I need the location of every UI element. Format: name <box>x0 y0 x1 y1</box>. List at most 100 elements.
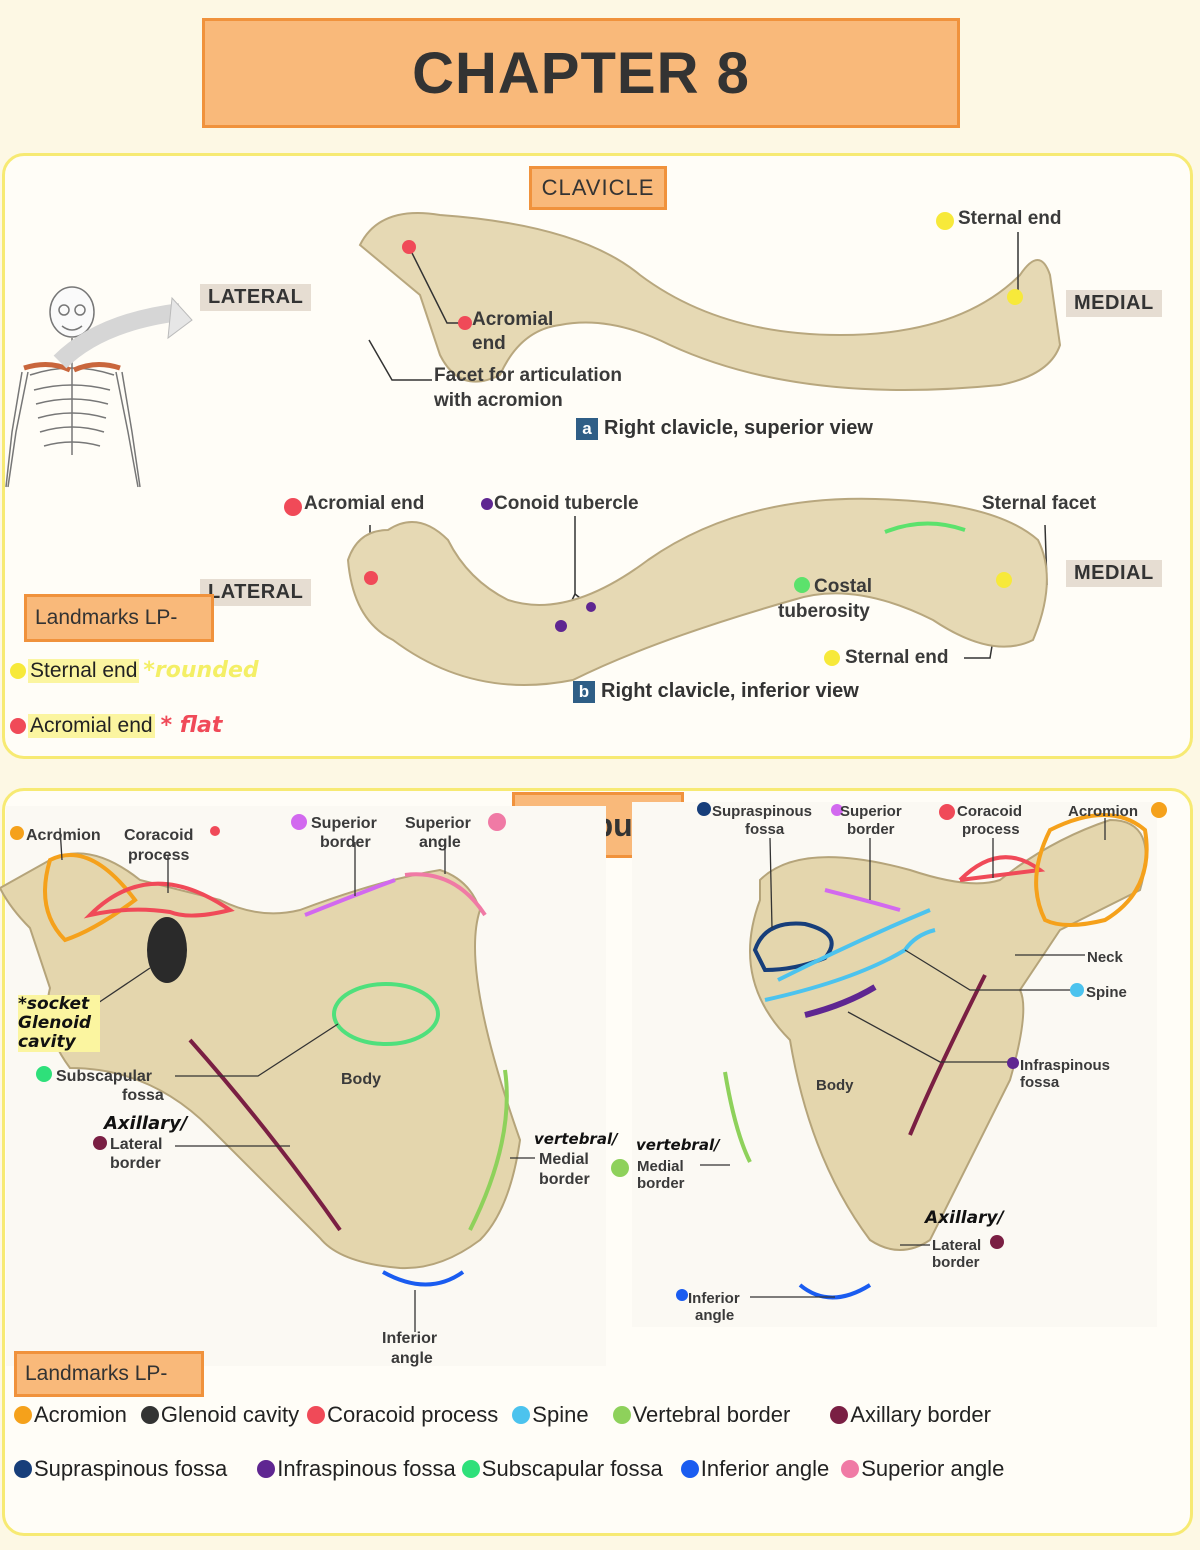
legend-superior-angle: Superior angle <box>841 1456 1004 1482</box>
legend-infraspinous: Infraspinous fossa <box>257 1456 456 1482</box>
legend-vertebral: Vertebral border <box>612 1402 790 1428</box>
inferior-angle-dot <box>680 1460 699 1478</box>
anterior-lateral-label-1: Lateral <box>110 1136 163 1153</box>
scapula-posterior-image <box>632 802 1167 1327</box>
posterior-acromion-label: Acromion <box>1068 803 1139 820</box>
clavicle-superior-image <box>358 212 1062 391</box>
lateral-label-superior: LATERAL <box>200 284 312 311</box>
acromial-end-label-superior-2: end <box>472 333 506 354</box>
caption-letter-a: a <box>576 417 598 440</box>
clavicle-landmark-acromial: Acromial end * flat <box>10 713 222 738</box>
legend-subscapular-label: Subscapular fossa <box>481 1456 663 1481</box>
posterior-inferior-label-1: Inferior <box>688 1290 740 1307</box>
anterior-medial-label-2: border <box>539 1171 590 1188</box>
posterior-medial-label-1: Medial <box>637 1158 684 1175</box>
coracoid-dot <box>307 1406 326 1424</box>
scapula-legend-row-2: Supraspinous fossa Infraspinous fossa Su… <box>14 1456 1004 1482</box>
posterior-supraspinous-label-1: Supraspinous <box>712 803 813 820</box>
legend-glenoid-label: Glenoid cavity <box>160 1402 300 1427</box>
legend-supraspinous-label: Supraspinous fossa <box>34 1456 228 1481</box>
acromial-end-label-inferior: Acromial end <box>304 493 425 514</box>
superior-angle-dot <box>841 1460 860 1478</box>
anterior-body-label: Body <box>341 1071 381 1088</box>
spine-dot <box>512 1406 531 1424</box>
posterior-superior-border-label-2: border <box>847 821 895 838</box>
subscapular-label-2: fossa <box>122 1087 164 1104</box>
posterior-vertebral-note: vertebral/ <box>636 1136 720 1154</box>
infraspinous-dot <box>257 1460 276 1478</box>
acromial-dot <box>10 717 26 734</box>
legend-acromion: Acromion <box>14 1402 127 1428</box>
skeleton-thumbnail <box>5 286 193 488</box>
posterior-coracoid-label-2: process <box>962 821 1020 838</box>
posterior-lateral-label-1: Lateral <box>932 1237 982 1254</box>
glenoid-dot <box>140 1406 159 1424</box>
legend-spine-label: Spine <box>532 1402 589 1427</box>
posterior-spine-label: Spine <box>1086 984 1127 1001</box>
anterior-coracoid-label-1: Coracoid <box>124 827 194 844</box>
clavicle-inferior-dots <box>284 498 1012 666</box>
glenoid-note: *socket Glenoid cavity <box>18 995 100 1052</box>
anterior-medial-label-1: Medial <box>539 1151 589 1168</box>
caption-inferior: b Right clavicle, inferior view <box>573 680 859 703</box>
facet-label-2: with acromion <box>434 390 563 411</box>
sternal-dot <box>10 662 26 679</box>
acromion-dot <box>14 1406 32 1424</box>
scapula-legend-row-1: Acromion Glenoid cavity Coracoid process… <box>14 1402 991 1428</box>
posterior-supraspinous-label-2: fossa <box>745 821 785 838</box>
clavicle-inferior-image <box>346 497 1048 686</box>
clavicle-landmark-sternal: Sternal end *rounded <box>10 658 259 683</box>
acromial-landmark-label: Acromial end <box>28 713 155 738</box>
caption-superior: a Right clavicle, superior view <box>576 417 873 440</box>
legend-inferior-angle-label: Inferior angle <box>700 1456 830 1481</box>
posterior-inferior-label-2: angle <box>695 1307 735 1324</box>
scapula-landmarks-tag: Landmarks LP- <box>14 1351 204 1397</box>
anterior-inferior-label-1: Inferior <box>382 1330 438 1347</box>
posterior-infraspinous-label-1: Infraspinous <box>1020 1057 1111 1074</box>
caption-superior-text: Right clavicle, superior view <box>604 417 873 439</box>
posterior-axillary-note: Axillary/ <box>925 1208 1004 1228</box>
anterior-lateral-label-2: border <box>110 1155 161 1172</box>
chapter-title: CHAPTER 8 <box>202 18 960 128</box>
anterior-coracoid-label-2: process <box>128 847 190 864</box>
anterior-superior-angle-label-2: angle <box>419 834 461 851</box>
legend-acromion-label: Acromion <box>34 1402 127 1427</box>
posterior-superior-border-label-1: Superior <box>840 803 902 820</box>
sternal-end-label-superior: Sternal end <box>958 208 1062 229</box>
facet-label-1: Facet for articulation <box>434 365 622 386</box>
legend-subscapular: Subscapular fossa <box>461 1456 663 1482</box>
scapula-anterior-image <box>0 806 629 1366</box>
sternal-end-label-inferior: Sternal end <box>845 647 949 668</box>
legend-supraspinous: Supraspinous fossa <box>14 1456 227 1482</box>
conoid-tubercle-label: Conoid tubercle <box>494 493 639 514</box>
medial-label-superior: MEDIAL <box>1066 290 1162 317</box>
legend-spine: Spine <box>512 1402 589 1428</box>
posterior-body-label: Body <box>816 1077 854 1094</box>
sternal-landmark-label: Sternal end <box>28 658 140 683</box>
costal-tuberosity-label-1: Costal <box>814 576 873 597</box>
acromial-end-label-superior-1: Acromial <box>472 309 554 330</box>
acromial-note: * flat <box>160 713 223 738</box>
posterior-neck-label: Neck <box>1087 949 1123 966</box>
axillary-dot <box>830 1406 849 1424</box>
anterior-vertebral-note: vertebral/ <box>534 1130 618 1148</box>
legend-axillary: Axillary border <box>830 1402 991 1428</box>
anterior-superior-border-label-2: border <box>320 834 371 851</box>
clavicle-tag: CLAVICLE <box>529 166 667 210</box>
medial-label-inferior: MEDIAL <box>1066 560 1162 587</box>
caption-inferior-text: Right clavicle, inferior view <box>601 680 859 702</box>
supraspinous-dot <box>14 1460 32 1478</box>
legend-axillary-label: Axillary border <box>850 1402 991 1427</box>
anterior-axillary-note: Axillary/ <box>104 1113 188 1134</box>
posterior-coracoid-label-1: Coracoid <box>957 803 1023 820</box>
clavicle-landmarks-tag: Landmarks LP- <box>24 594 214 642</box>
sternal-facet-label: Sternal facet <box>982 493 1097 514</box>
anterior-superior-angle-label-1: Superior <box>405 815 471 832</box>
posterior-medial-label-2: border <box>637 1175 685 1192</box>
legend-glenoid: Glenoid cavity <box>140 1402 300 1428</box>
glenoid-note-2: Glenoid <box>18 1013 92 1033</box>
posterior-infraspinous-label-2: fossa <box>1020 1074 1060 1091</box>
glenoid-note-1: *socket <box>18 994 90 1014</box>
anterior-inferior-label-2: angle <box>391 1350 433 1367</box>
legend-coracoid: Coracoid process <box>307 1402 498 1428</box>
